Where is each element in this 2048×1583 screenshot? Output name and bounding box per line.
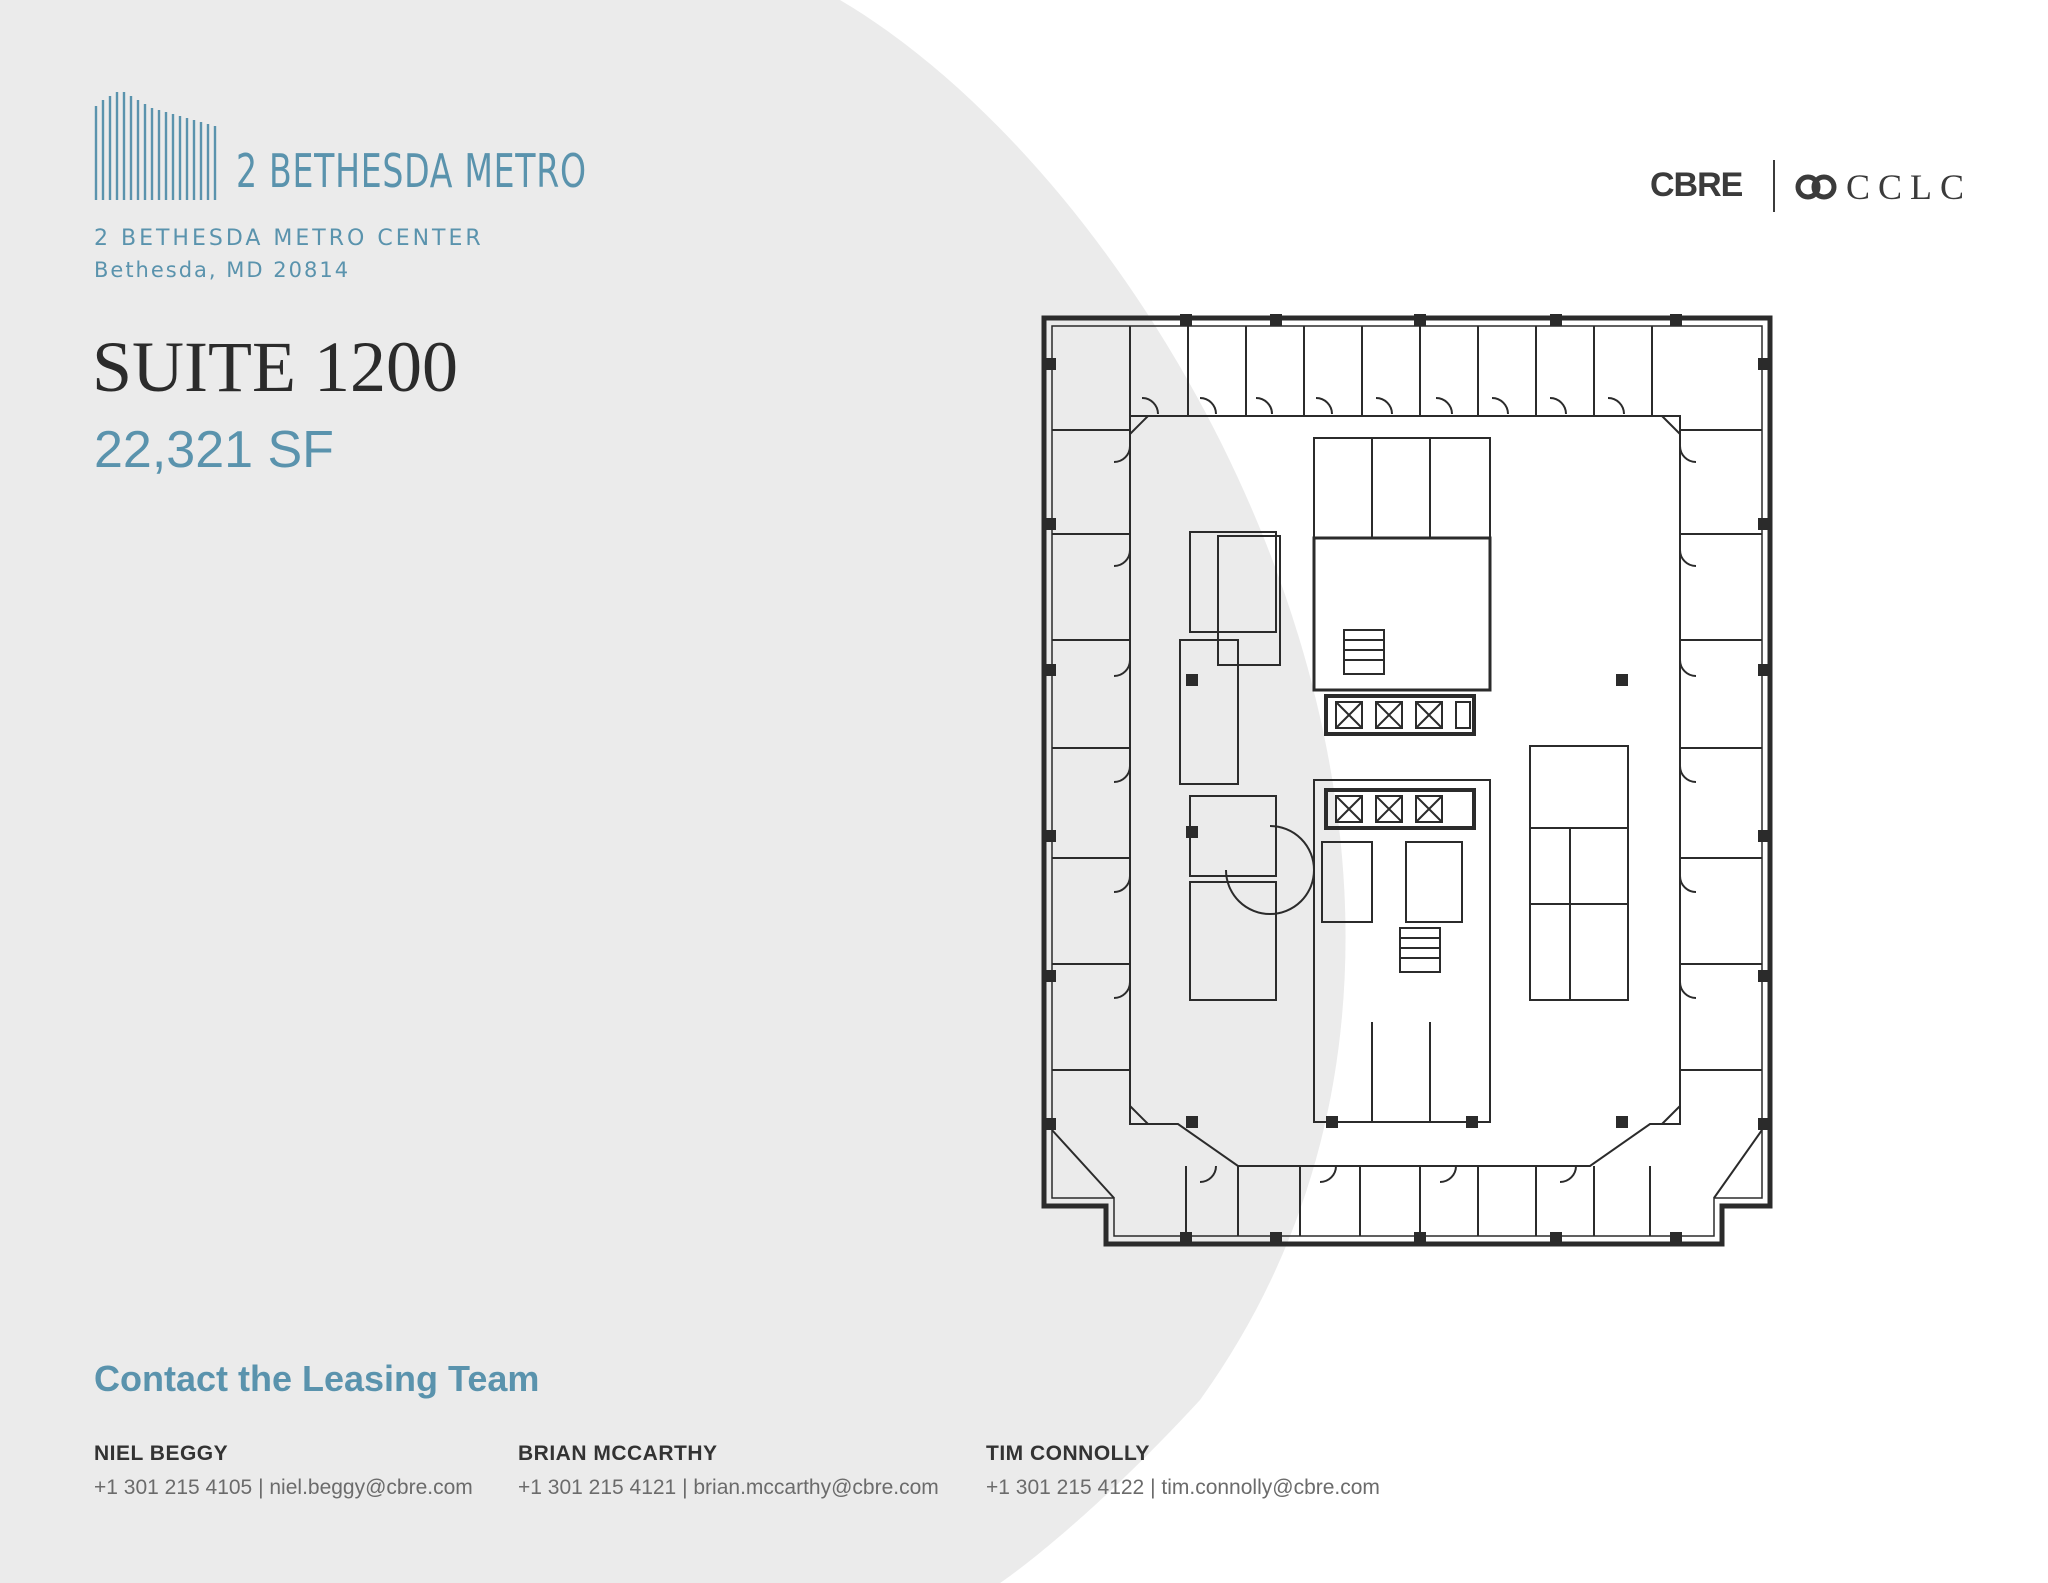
contact-phone[interactable]: +1 301 215 4121 xyxy=(518,1476,677,1499)
contact-email[interactable]: tim.connolly@cbre.com xyxy=(1161,1476,1380,1499)
contact-details: +1 301 215 4105 | niel.beggy@cbre.com xyxy=(94,1476,473,1499)
contact-email[interactable]: niel.beggy@cbre.com xyxy=(269,1476,473,1499)
contact-brian-mccarthy: BRIAN MCCARTHY +1 301 215 4121 | brian.m… xyxy=(518,1442,939,1500)
building-bars-icon xyxy=(94,92,217,200)
floor-plan xyxy=(1041,314,1773,1247)
contact-details: +1 301 215 4121 | brian.mccarthy@cbre.co… xyxy=(518,1476,939,1499)
contact-phone[interactable]: +1 301 215 4105 xyxy=(94,1476,253,1499)
cbre-logo: CBRE xyxy=(1650,166,1743,204)
contact-name: BRIAN MCCARTHY xyxy=(518,1442,718,1465)
contact-name: TIM CONNOLLY xyxy=(986,1442,1150,1465)
suite-title: SUITE 1200 xyxy=(92,327,458,407)
suite-area: 22,321 SF xyxy=(94,421,334,479)
contact-phone[interactable]: +1 301 215 4122 xyxy=(986,1476,1145,1499)
brand-divider xyxy=(1773,160,1775,212)
cclc-logo: CCLC xyxy=(1846,167,1973,207)
contact-name: NIEL BEGGY xyxy=(94,1442,229,1465)
address-line-1: 2 BETHESDA METRO CENTER xyxy=(94,226,484,251)
cclc-rings-icon xyxy=(1795,174,1837,200)
contact-email[interactable]: brian.mccarthy@cbre.com xyxy=(693,1476,939,1499)
logo-name: 2 BETHESDA METRO xyxy=(236,144,587,198)
contact-details: +1 301 215 4122 | tim.connolly@cbre.com xyxy=(986,1476,1380,1499)
contact-tim-connolly: TIM CONNOLLY +1 301 215 4122 | tim.conno… xyxy=(986,1442,1380,1500)
address-line-2: Bethesda, MD 20814 xyxy=(94,258,351,282)
contact-niel-beggy: NIEL BEGGY +1 301 215 4105 | niel.beggy@… xyxy=(94,1442,473,1500)
contact-heading: Contact the Leasing Team xyxy=(94,1358,540,1399)
